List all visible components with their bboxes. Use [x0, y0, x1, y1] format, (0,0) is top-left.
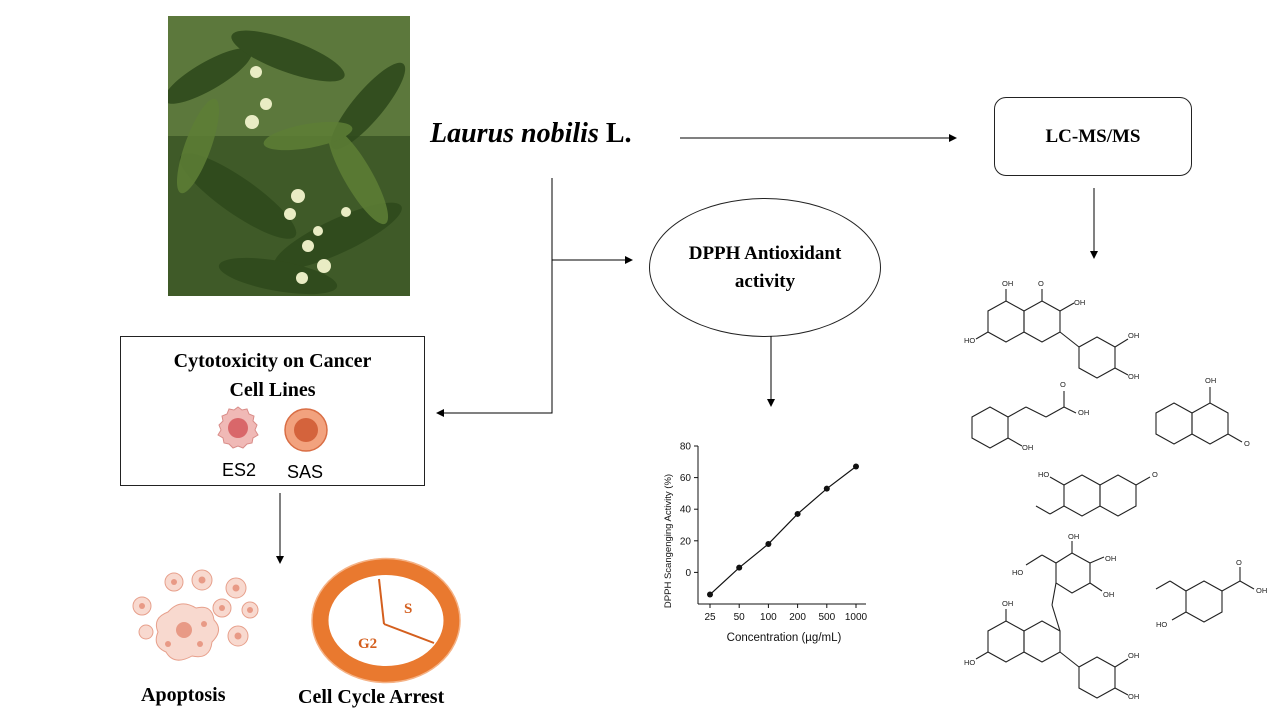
chem-label: O	[1244, 439, 1250, 448]
quercetin-structure	[975, 289, 1129, 379]
chem-label: HO	[1012, 568, 1023, 577]
es2-label: ES2	[222, 460, 257, 480]
chart-x-tick-label: 100	[760, 612, 777, 623]
chart-data-point	[736, 564, 743, 571]
chem-label: HO	[1038, 470, 1049, 479]
chem-label: OH	[1128, 651, 1139, 660]
chart-x-axis-label: Concentration (µg/mL)	[727, 632, 842, 644]
chart-y-tick-label: 80	[680, 442, 692, 453]
chem-label: O	[1152, 470, 1158, 479]
coumaric-acid-structure	[971, 391, 1077, 449]
phase-s-label: S	[404, 601, 412, 617]
chem-label: OH	[1128, 372, 1139, 381]
chart-x-tick-label: 50	[734, 612, 746, 623]
phase-divider-2	[383, 623, 435, 644]
cytotoxicity-line2: Cell Lines	[229, 379, 316, 401]
scopoletin-structure	[1035, 474, 1151, 517]
arrow-to-cytotoxicity	[436, 178, 553, 417]
dpph-series-line	[709, 466, 857, 595]
species-title: Laurus nobilis L.	[430, 118, 632, 150]
chart-y-tick-label: 60	[680, 473, 692, 484]
cell-cycle-ring	[311, 558, 461, 683]
chem-label: OH	[1103, 590, 1114, 599]
chem-label: OH	[1022, 443, 1033, 452]
chem-label: O	[1060, 380, 1066, 389]
chart-data-point	[823, 485, 830, 492]
cytotoxicity-box: Cytotoxicity on Cancer Cell Lines ES2 SA…	[120, 336, 425, 486]
cytotoxicity-line1: Cytotoxicity on Cancer	[173, 350, 372, 372]
chem-label: O	[1038, 279, 1044, 288]
chem-label: OH	[1002, 279, 1013, 288]
chem-label: OH	[1068, 532, 1079, 541]
species-name: Laurus nobilis	[430, 118, 599, 149]
glycoside-structure	[975, 541, 1129, 699]
chem-label: OH	[1205, 376, 1216, 385]
laurus-nobilis-photo	[168, 16, 410, 296]
chart-y-tick-label: 0	[685, 568, 691, 579]
dpph-ellipse: DPPH Antioxidant activity	[649, 198, 881, 337]
chart-data-point	[765, 540, 772, 547]
chart-y-axis-label: DPPH Scangenging Activity (%)	[663, 474, 674, 608]
chart-data-point	[707, 591, 713, 598]
dpph-chart: 0 20 40 60 80 25 50 100 200 500 1000 Concentration…	[663, 442, 868, 645]
chart-y-tick-label: 40	[680, 505, 692, 516]
chart-data-point	[794, 510, 801, 517]
cytotoxicity-title: Cytotoxicity on Cancer Cell Lines	[121, 347, 424, 405]
phase-g2-label: G2	[358, 636, 377, 652]
sas-label: SAS	[287, 462, 324, 482]
cell-cycle-diagram: S G2	[311, 557, 461, 684]
es2-cell-icon	[217, 406, 259, 449]
chart-x-tick-label: 500	[818, 612, 835, 623]
chem-label: OH	[1128, 692, 1139, 701]
cell-cycle-arrest-label: Cell Cycle Arrest	[298, 686, 445, 708]
chem-label: OH	[1256, 586, 1267, 595]
chem-label: OH	[1078, 408, 1089, 417]
lcms-box: LC-MS/MS	[994, 97, 1192, 176]
dpph-line1: DPPH Antioxidant	[688, 242, 842, 264]
chem-label: O	[1236, 558, 1242, 567]
species-author: L.	[605, 118, 632, 149]
chart-y-tick-label: 20	[680, 536, 692, 547]
dpph-line2: activity	[734, 270, 796, 292]
hydroxycoumarin-structure	[1155, 387, 1243, 445]
chem-label: HO	[964, 658, 975, 667]
compound-structures: OH O OH HO OH OH O OH OH OH O HO O OH OH…	[964, 279, 1267, 701]
chem-label: OH	[1002, 599, 1013, 608]
apoptosis-illustration	[132, 569, 259, 661]
chem-label: OH	[1128, 331, 1139, 340]
chart-x-tick-label: 200	[789, 612, 806, 623]
chart-x-tick-label: 1000	[845, 612, 868, 623]
lcms-label: LC-MS/MS	[1045, 125, 1141, 147]
chem-label: HO	[964, 336, 975, 345]
phase-divider-1	[378, 578, 385, 625]
chem-label: HO	[1156, 620, 1167, 629]
chem-label: OH	[1074, 298, 1085, 307]
sas-cell-icon	[284, 408, 328, 452]
apoptosis-label: Apoptosis	[141, 684, 226, 706]
chem-label: OH	[1105, 554, 1116, 563]
vanillic-acid-structure	[1155, 567, 1255, 623]
chart-data-point	[853, 463, 859, 470]
chart-x-tick-label: 25	[704, 612, 716, 623]
